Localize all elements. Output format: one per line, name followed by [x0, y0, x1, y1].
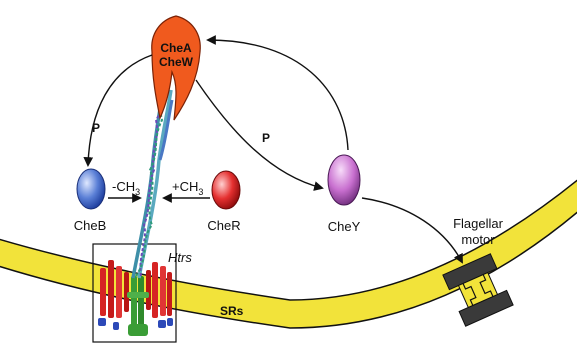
- arrow-chey-to-chea: [208, 40, 348, 150]
- chey-label: CheY: [328, 219, 361, 234]
- srs-label: SRs: [220, 304, 244, 318]
- htr-stalk: [133, 88, 172, 278]
- chew-label: CheW: [159, 55, 194, 69]
- chea-label: CheA: [160, 41, 192, 55]
- cher-label: CheR: [207, 218, 240, 233]
- cher-ellipse: [212, 171, 240, 209]
- phospho-label-right: P: [262, 131, 270, 145]
- arrow-chea-to-cheb: [88, 55, 152, 165]
- methyl-minus-label: -CH3: [112, 179, 140, 197]
- chey-ellipse: [328, 155, 360, 205]
- arrow-chey-to-motor: [362, 198, 462, 262]
- methyl-plus-label: +CH3: [172, 179, 203, 197]
- arrow-chea-to-chey: [196, 80, 322, 188]
- htrs-label: Htrs: [168, 250, 192, 265]
- cheb-label: CheB: [74, 218, 107, 233]
- motor-label-line1: Flagellar: [453, 216, 504, 231]
- motor-label-line2: motor: [461, 232, 495, 247]
- phospho-label-left: P: [92, 121, 100, 135]
- cheb-ellipse: [77, 169, 105, 209]
